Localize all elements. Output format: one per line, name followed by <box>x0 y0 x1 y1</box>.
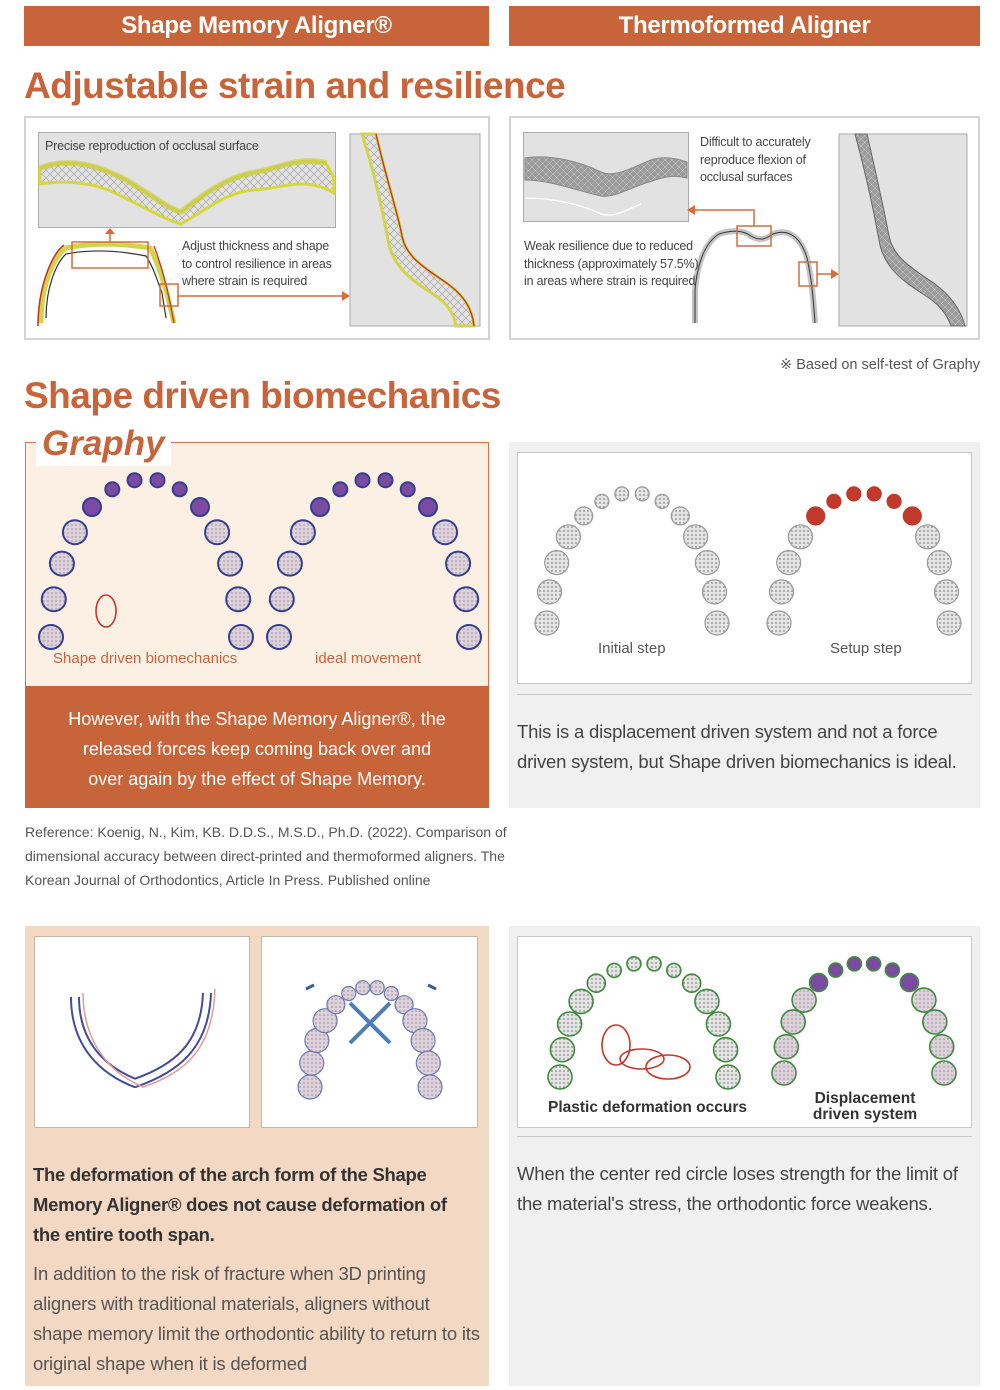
divider <box>517 1136 972 1137</box>
caption-setup-step: Setup step <box>830 640 902 657</box>
strain-panel-thermoformed: Difficult to accurately reproduce flexio… <box>509 116 980 340</box>
occlusal-surface-illustration <box>37 132 481 328</box>
thermoformed-illustration <box>524 133 968 327</box>
graphy-brand: Graphy <box>36 422 171 466</box>
displacement-card: Initial step Setup step This is a displa… <box>509 442 980 808</box>
header-thermoformed-aligner: Thermoformed Aligner <box>509 6 980 46</box>
plastic-text: When the center red circle loses strengt… <box>517 1163 958 1214</box>
caption-plastic-deformation: Plastic deformation occurs <box>548 1099 747 1116</box>
deformation-heading: The deformation of the arch form of the … <box>33 1164 447 1245</box>
plastic-deformation-card: Plastic deformation occurs Displacement … <box>509 926 980 1386</box>
occlusal-label: Precise reproduction of occlusal surface <box>45 139 259 153</box>
graphy-card: Shape driven biomechanics ideal movement… <box>25 442 489 808</box>
arch-deformation-card: The deformation of the arch form of the … <box>25 926 489 1386</box>
difficult-flexion-label: Difficult to accurately reproduce flexio… <box>700 135 811 184</box>
plastic-arches-illustration <box>547 955 957 1090</box>
caption-displacement-driven: Displacement driven system <box>812 1090 918 1123</box>
self-test-footnote: ※ Based on self-test of Graphy <box>780 357 980 373</box>
displacement-text: This is a displacement driven system and… <box>517 721 957 772</box>
arch-outline-figure <box>34 936 250 1128</box>
arch-crossed-figure <box>261 936 478 1128</box>
shape-memory-banner: However, with the Shape Memory Aligner®,… <box>25 686 489 808</box>
arch-crossed-illustration <box>297 980 443 1100</box>
steps-figure: Initial step Setup step <box>517 452 972 684</box>
caption-ideal-movement: ideal movement <box>315 650 421 667</box>
steps-arches-illustration <box>534 486 962 636</box>
plastic-figure: Plastic deformation occurs Displacement … <box>517 936 972 1128</box>
section-title-biomechanics: Shape driven biomechanics <box>24 375 501 416</box>
graphy-arches-illustration <box>38 472 482 650</box>
caption-initial-step: Initial step <box>598 640 666 657</box>
weak-resilience-label: Weak resilience due to reduced thickness… <box>524 239 699 288</box>
header-shape-memory-aligner: Shape Memory Aligner® <box>24 6 489 46</box>
divider <box>517 694 972 695</box>
reference-citation: Reference: Koenig, N., Kim, KB. D.D.S., … <box>25 824 507 888</box>
adjust-thickness-label: Adjust thickness and shape to control re… <box>182 239 332 288</box>
strain-panel-shape-memory: Precise reproduction of occlusal surface <box>24 116 490 340</box>
section-title-strain: Adjustable strain and resilience <box>24 65 566 106</box>
deformation-body: In addition to the risk of fracture when… <box>33 1263 480 1374</box>
caption-shape-driven: Shape driven biomechanics <box>53 650 238 667</box>
arch-outline-illustration <box>70 988 216 1088</box>
